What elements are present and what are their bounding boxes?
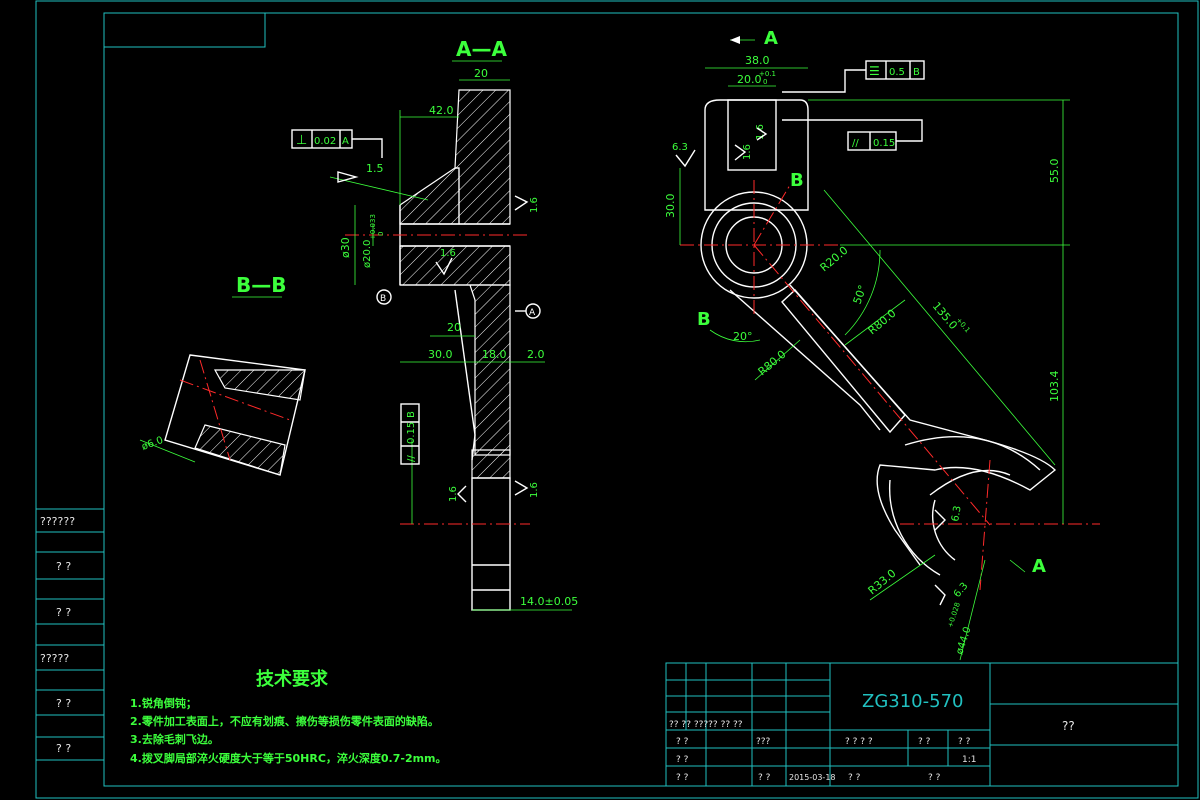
tol-perp-frame: ⊥ 0.02 A xyxy=(291,129,383,158)
view-b-label-2: B xyxy=(697,309,711,330)
section-aa-title: A—A xyxy=(456,37,507,61)
title-scale: 1:1 xyxy=(962,755,976,765)
view-a-label-2: A xyxy=(1032,556,1046,577)
title-block: ZG310-570 ?? ?? ?? ????? ?? ?? ? ? ??? ?… xyxy=(665,662,1179,787)
view-a-top-label: A xyxy=(764,28,778,49)
side-label-6: ? ? xyxy=(56,742,71,755)
rough-main-16f: 1.6 xyxy=(755,124,766,140)
dim-main-r80b: R80.0 xyxy=(756,348,789,379)
section-bb-title: B—B xyxy=(236,273,287,297)
dim-aa-bore-tol-dn: 0 xyxy=(377,232,385,236)
tech-requirements: 技术要求 1.锐角倒钝； 2.零件加工表面上，不应有划痕、擦伤等损伤零件表面的缺… xyxy=(130,668,447,765)
tech-item-4: 4.拨叉脚局部淬火硬度大于等于50HRC，淬火深度0.7-2mm。 xyxy=(130,751,447,765)
title-row-6: ? ? xyxy=(758,773,771,783)
title-row-4: ? ? xyxy=(676,773,689,783)
title-mid-5: ? ? xyxy=(848,773,861,783)
title-mid-6: ? ? xyxy=(928,773,941,783)
side-label-2: ? ? xyxy=(56,560,71,573)
title-date: 2015-03-18 xyxy=(789,773,836,782)
section-aa-view: A—A 20 42.0 1.5 ø30 ø20.0 +0.033 0 xyxy=(291,37,578,611)
dim-main-20: 20.0 xyxy=(737,73,762,86)
title-row-5: ? ? xyxy=(676,755,689,765)
datum-a-marker: A xyxy=(529,308,536,318)
dim-aa-30: 30.0 xyxy=(428,348,453,361)
side-label-4: ????? xyxy=(40,652,69,665)
dim-main-20-tol0: 0 xyxy=(763,78,767,86)
title-mid-1: ? ? ? ? xyxy=(845,737,873,747)
tech-title: 技术要求 xyxy=(256,668,329,690)
dim-main-38: 38.0 xyxy=(745,54,770,67)
rough-main-16e: 1.6 xyxy=(742,144,753,160)
corner-box xyxy=(103,12,266,48)
dim-aa-18: 18.0 xyxy=(482,348,507,361)
dim-aa-14: 14.0±0.05 xyxy=(520,595,578,608)
title-row-3: ??? xyxy=(756,737,771,747)
dim-aa-20-mid: 20 xyxy=(447,321,461,334)
outer-frame xyxy=(35,0,1199,799)
dim-main-angle50: 50° xyxy=(851,283,870,306)
dim-aa-2: 2.0 xyxy=(527,348,545,361)
dim-main-angle20: 20° xyxy=(733,330,753,343)
dim-aa-20-top: 20 xyxy=(474,67,488,80)
tol-perp-symbol: ⊥ xyxy=(296,133,307,148)
title-material: ZG310-570 xyxy=(862,691,964,712)
tol-perp-datum: A xyxy=(342,136,349,147)
dim-main-30: 30.0 xyxy=(664,194,677,219)
tol-par1-symbol: // xyxy=(852,138,859,149)
dim-main-r80a: R80.0 xyxy=(866,307,899,338)
tol-par1-value: 0.15 xyxy=(873,138,895,149)
dim-aa-42: 42.0 xyxy=(429,104,454,117)
tech-item-3: 3.去除毛刺飞边。 xyxy=(130,732,219,746)
dim-main-r20: R20.0 xyxy=(818,244,851,275)
main-view: A B B A 38.0 20.0 +0.1 0 30.0 55.0 103.4… xyxy=(664,28,1100,661)
tol-sym-datum: B xyxy=(913,67,920,78)
rough-aa-4: 1.6 xyxy=(448,486,459,502)
tol-par2-symbol: // xyxy=(406,455,417,462)
tol-perp-value: 0.02 xyxy=(314,136,336,147)
tech-item-1: 1.锐角倒钝； xyxy=(130,696,197,710)
title-mid-2: ? ? xyxy=(918,737,931,747)
dim-aa-bore-tol-up: +0.033 xyxy=(369,214,377,240)
rough-main-63b: 6.3 xyxy=(950,505,964,523)
tol-par1-frame: // 0.15 xyxy=(782,119,923,151)
dim-main-55: 55.0 xyxy=(1048,159,1061,184)
dim-main-20-tol: +0.1 xyxy=(759,70,776,78)
side-label-1: ?????? xyxy=(40,515,75,528)
side-block: ?????? ? ? ? ? ????? ? ? ? ? xyxy=(36,508,104,761)
tol-par2-frame: B 0.15 // xyxy=(400,403,420,465)
dim-aa-1-5: 1.5 xyxy=(366,162,384,175)
dim-aa-bore: ø20.0 xyxy=(362,240,373,268)
datum-b-marker: B xyxy=(380,294,386,304)
inner-frame xyxy=(103,12,1179,787)
tech-item-2: 2.零件加工表面上，不应有划痕、擦伤等损伤零件表面的缺陷。 xyxy=(130,714,439,728)
dim-main-r33: R33.0 xyxy=(866,567,899,598)
rough-main-63c: 6.3 xyxy=(952,581,971,600)
side-label-3: ? ? xyxy=(56,606,71,619)
rough-main-63a: 6.3 xyxy=(672,142,688,153)
title-row-1: ?? ?? ????? ?? ?? xyxy=(669,720,743,730)
section-bb-view: B—B ø6.0 xyxy=(139,273,306,476)
dim-main-dia44: ø44.0 xyxy=(954,626,973,656)
title-mid-3: ? ? xyxy=(958,737,971,747)
tol-par2-value: 0.15 xyxy=(406,422,417,444)
tol-sym-value: 0.5 xyxy=(889,67,905,78)
tol-par2-datum: B xyxy=(406,411,417,418)
title-row-2: ? ? xyxy=(676,737,689,747)
rough-aa-2: 1.6 xyxy=(529,197,540,213)
side-label-5: ? ? xyxy=(56,697,71,710)
rough-aa-1: 1.6 xyxy=(440,248,456,259)
rough-aa-3: 1.6 xyxy=(529,482,540,498)
dim-bb-dia6: ø6.0 xyxy=(140,435,164,453)
tol-sym-frame: ☰ 0.5 B xyxy=(782,60,925,93)
dim-main-135: 135.0 xyxy=(930,300,960,332)
dim-aa-dia30: ø30 xyxy=(339,237,352,258)
dim-main-dia44-tol: +0.028 xyxy=(946,602,962,629)
dim-main-103: 103.4 xyxy=(1048,371,1061,403)
view-b-label-1: B xyxy=(790,170,804,191)
tol-sym-symbol: ☰ xyxy=(869,64,880,78)
title-part-name: ?? xyxy=(1062,719,1075,733)
